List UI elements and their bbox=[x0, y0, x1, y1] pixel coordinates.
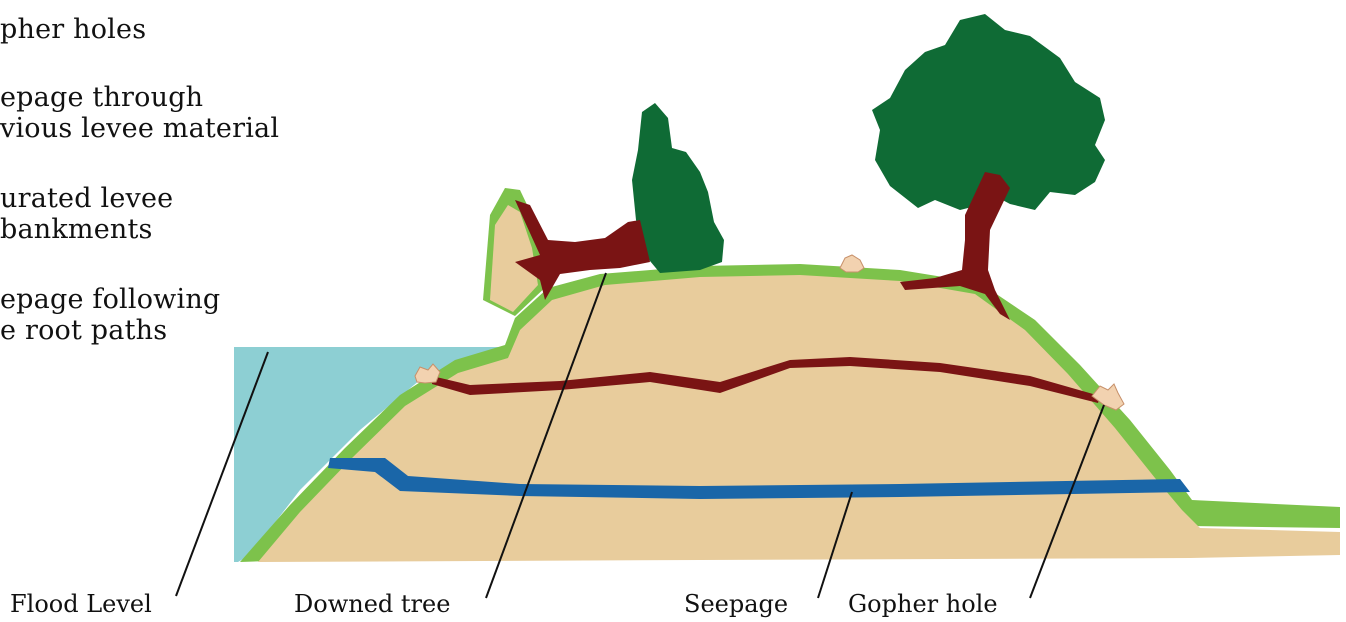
label-downed-tree: Downed tree bbox=[294, 590, 450, 618]
levee-soil bbox=[258, 275, 1340, 562]
label-gopher-hole: Gopher hole bbox=[848, 590, 998, 618]
label-flood-level: Flood Level bbox=[10, 590, 152, 618]
label-seepage: Seepage bbox=[684, 590, 788, 618]
gopher-mound-top bbox=[840, 255, 864, 272]
